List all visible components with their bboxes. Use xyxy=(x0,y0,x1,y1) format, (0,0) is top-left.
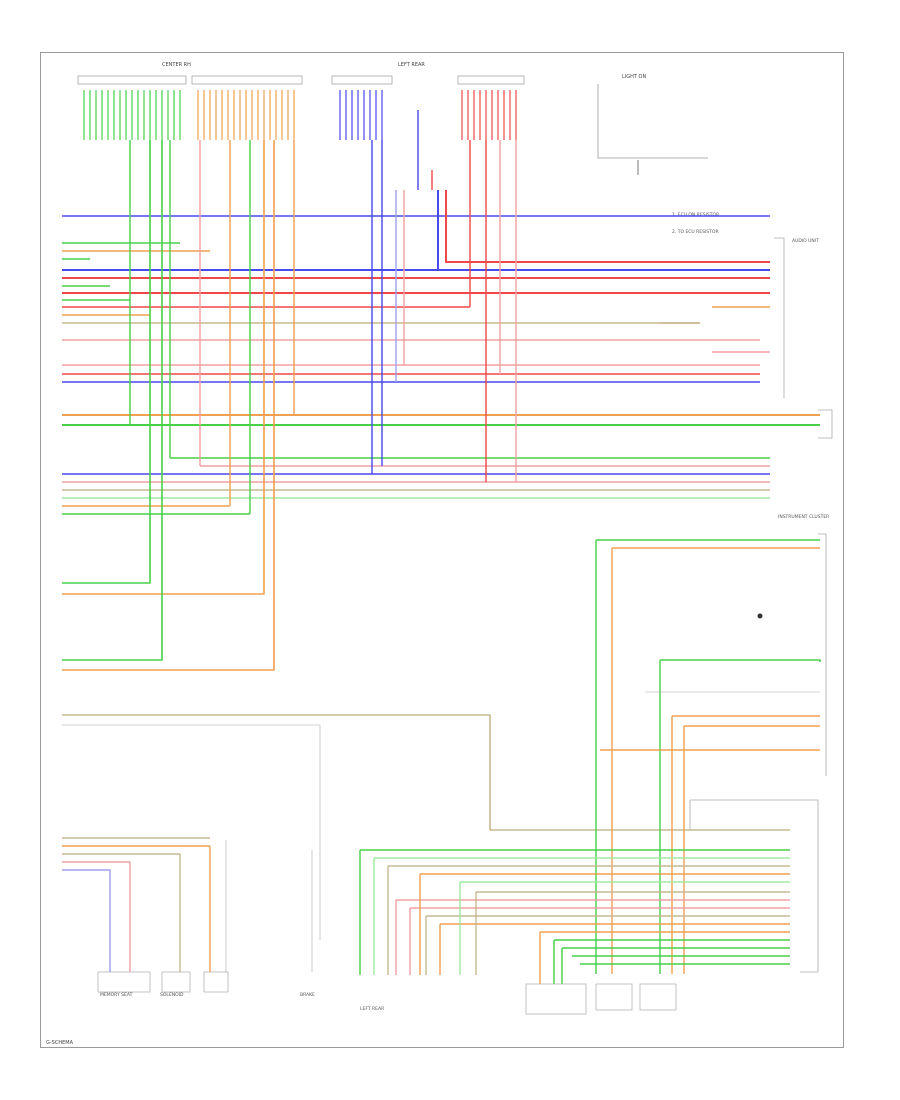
right-connector-cluster: INSTRUMENT CLUSTER xyxy=(778,514,829,520)
component-module-a xyxy=(595,983,633,1011)
wire-grey-104 xyxy=(62,724,321,940)
wire-green-109 xyxy=(660,659,821,662)
bottom-label-memory-seat: MEMORY SEAT xyxy=(100,992,133,998)
connector-housing-2 xyxy=(191,75,303,85)
wire-green-81 xyxy=(62,140,163,661)
component-seat-switch xyxy=(525,983,587,1015)
wire-orange-80 xyxy=(62,140,265,595)
bottom-label-left-rear: LEFT REAR xyxy=(360,1006,384,1012)
bottom-label-brake: BRAKE xyxy=(300,992,315,998)
ground-point xyxy=(757,613,763,619)
wire-orange-82 xyxy=(62,140,275,671)
wire-group xyxy=(62,90,821,984)
bottom-label-solenoid: SOLENOID xyxy=(160,992,184,998)
connector-housing-1 xyxy=(77,75,187,85)
wire-tan-103 xyxy=(62,714,790,831)
wire-green-79 xyxy=(62,140,151,584)
component-3 xyxy=(203,971,229,993)
note-box xyxy=(597,84,708,159)
note-line-2: 2. TO ECU RESISTOR xyxy=(672,229,719,235)
diagram-frame xyxy=(40,52,844,1048)
right-connector-audio: AUDIO UNIT xyxy=(792,238,819,244)
right-bracket-audio xyxy=(774,237,785,398)
component-solenoid xyxy=(161,971,191,993)
wire-lightblue-149 xyxy=(62,869,111,972)
note-title: LIGHT ON xyxy=(622,74,646,80)
component-memory-seat xyxy=(97,971,151,993)
component-module-b xyxy=(639,983,677,1011)
wire-red-95 xyxy=(445,190,770,263)
connector-housing-3 xyxy=(331,75,393,85)
connector-housing-4 xyxy=(457,75,525,85)
note-line-1: 1. ECU ON RESISTOR xyxy=(672,212,719,218)
right-bracket-cluster xyxy=(818,533,827,776)
right-bracket-2 xyxy=(818,409,833,439)
connector-title-left-rear: LEFT REAR xyxy=(398,62,425,68)
wire-pink-148 xyxy=(62,861,131,972)
connector-title-center: CENTER RH xyxy=(162,62,191,68)
footer-label: G-SCHEMA xyxy=(46,1040,73,1046)
right-bracket-lower xyxy=(690,799,819,973)
wire-blue-94 xyxy=(437,190,770,271)
